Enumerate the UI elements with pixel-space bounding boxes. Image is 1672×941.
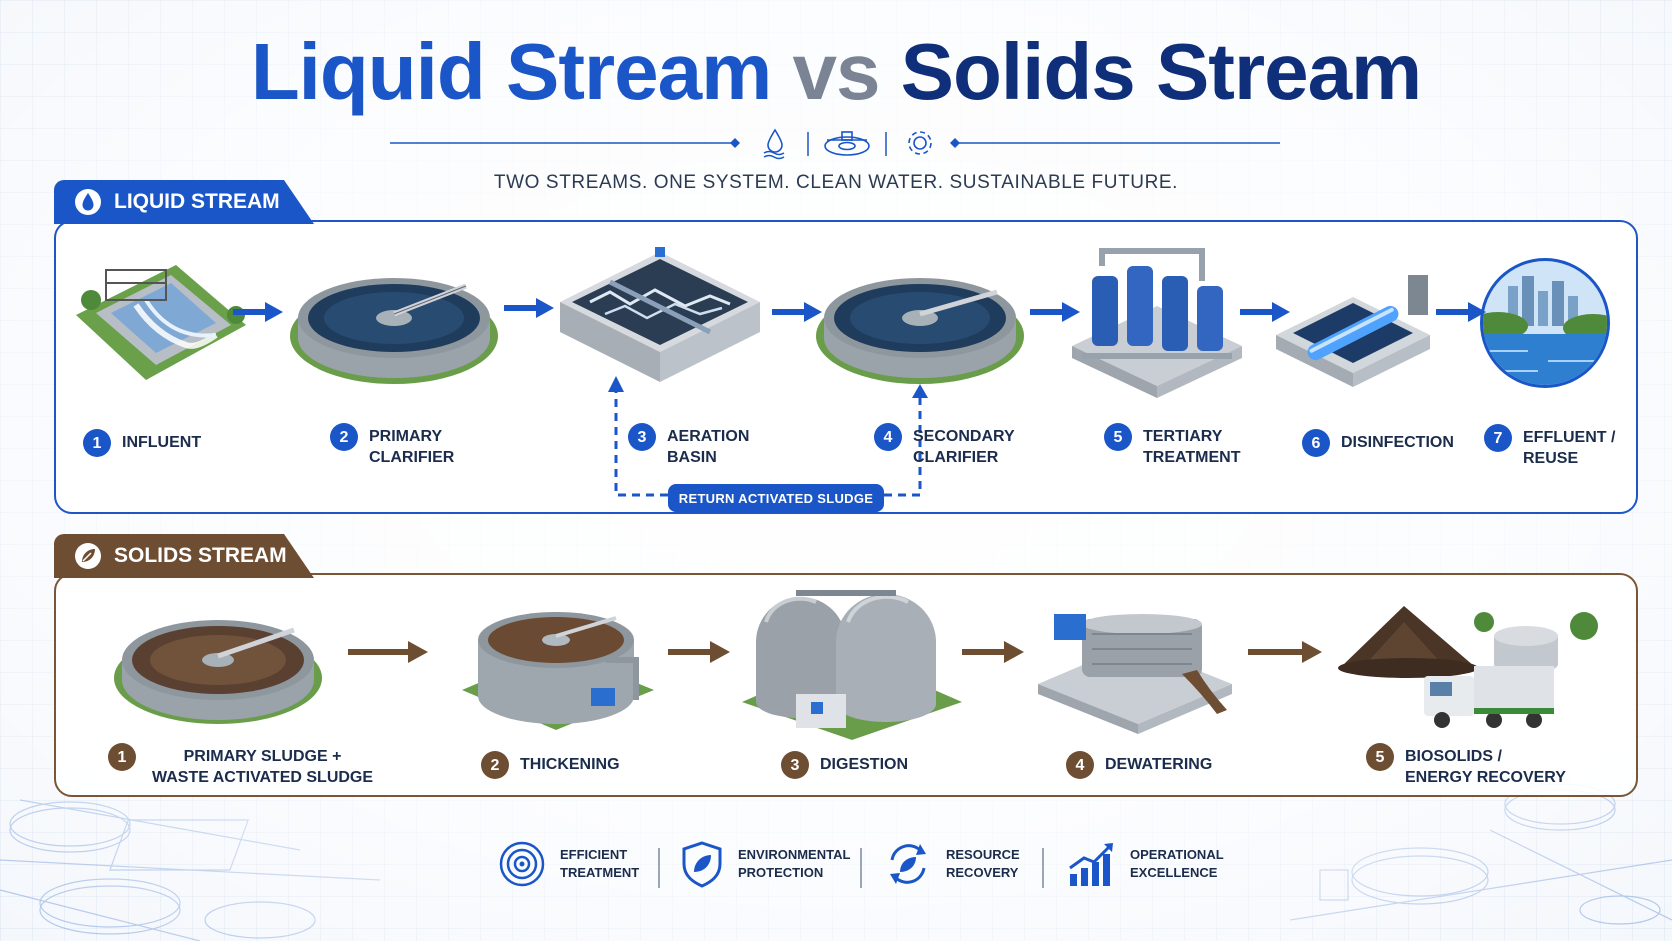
return-sludge-loop (614, 392, 922, 497)
digester-illustration (742, 590, 962, 740)
stage-label: DISINFECTION (1341, 434, 1454, 451)
liquid-stage-primary-clarifier: 2 PRIMARY CLARIFIER (330, 423, 455, 468)
step-number: 2 (330, 423, 358, 451)
solids-stage-primary-waste-sludge: 1 PRIMARY SLUDGE + WASTE ACTIVATED SLUDG… (108, 743, 374, 788)
footer-label: ENVIRONMENTAL PROTECTION (738, 847, 851, 880)
step-number: 6 (1302, 429, 1330, 457)
arrow-right-icon (962, 641, 1024, 663)
stage-label: PRIMARY CLARIFIER (369, 428, 455, 466)
footer-environmental-protection: ENVIRONMENTAL PROTECTION (680, 840, 850, 888)
stage-label: THICKENING (520, 756, 620, 773)
solids-stream-tab: SOLIDS STREAM (54, 534, 314, 578)
arrow-right-icon (348, 641, 428, 663)
footer-label: EFFICIENT TREATMENT (560, 847, 640, 880)
stage-label: TERTIARY TREATMENT (1143, 428, 1241, 466)
footer-efficient-treatment: EFFICIENT TREATMENT (498, 840, 639, 888)
liquid-stream-tab: LIQUID STREAM (54, 180, 314, 224)
liquid-stream-tab-label: LIQUID STREAM (114, 190, 280, 213)
shield-leaf-icon (682, 841, 722, 888)
recycle-leaf-icon (890, 844, 926, 884)
liquid-stage-effluent-reuse: 7 EFFLUENT / REUSE (1484, 424, 1616, 469)
influent-channel-illustration (76, 265, 246, 380)
solids-stage-biosolids-energy: 5 BIOSOLIDS / ENERGY RECOVERY (1366, 743, 1566, 788)
liquid-stage-aeration-basin: 3 AERATION BASIN (628, 423, 750, 468)
footer-label: RESOURCE RECOVERY (946, 847, 1020, 880)
biosolids-energy-illustration (1338, 606, 1598, 728)
stage-label: EFFLUENT / REUSE (1523, 429, 1616, 467)
step-number: 7 (1484, 424, 1512, 452)
secondary-clarifier-illustration (816, 278, 1024, 384)
sludge-clarifier-illustration (114, 620, 322, 724)
return-activated-sludge-label: RETURN ACTIVATED SLUDGE (668, 484, 884, 512)
arrow-right-icon (233, 302, 283, 322)
stage-label: PRIMARY SLUDGE + WASTE ACTIVATED SLUDGE (152, 748, 374, 786)
title-liquid-stream: Liquid Stream (250, 27, 772, 116)
clarifier-icon (824, 131, 870, 156)
step-number: 2 (481, 751, 509, 779)
target-icon (499, 841, 545, 887)
arrow-right-icon (1248, 641, 1322, 663)
solids-stream-tab-label: SOLIDS STREAM (114, 544, 287, 567)
footer-operational-excellence: OPERATIONAL EXCELLENCE (1066, 840, 1224, 888)
title-vs: vs (792, 27, 880, 116)
gear-icon (908, 131, 932, 155)
step-number: 4 (1066, 751, 1094, 779)
arrow-right-icon (1240, 302, 1290, 322)
tertiary-filters-illustration (1072, 248, 1242, 398)
arrow-right-icon (1030, 302, 1080, 322)
step-number: 1 (83, 429, 111, 457)
water-drop-icon (74, 188, 102, 216)
arrow-right-icon (668, 641, 730, 663)
tagline: TWO STREAMS. ONE SYSTEM. CLEAN WATER. SU… (493, 172, 1179, 193)
title-solids-stream: Solids Stream (900, 27, 1423, 116)
water-drop-icon (763, 128, 785, 160)
step-number: 4 (874, 423, 902, 451)
step-number: 3 (781, 751, 809, 779)
arrow-right-icon (504, 298, 554, 318)
stage-label: DIGESTION (820, 756, 909, 773)
liquid-stage-disinfection: 6 DISINFECTION (1302, 429, 1454, 457)
page-title: Liquid Stream vs Solids Stream (0, 24, 1672, 120)
step-number: 5 (1366, 743, 1394, 771)
stage-label: DEWATERING (1105, 756, 1213, 773)
growth-chart-icon (1069, 843, 1113, 886)
recycle-leaf-icon (74, 542, 102, 570)
primary-clarifier-illustration (290, 278, 498, 384)
liquid-stage-secondary-clarifier: 4 SECONDARY CLARIFIER (874, 423, 1015, 468)
title-divider (390, 128, 1280, 160)
liquid-stage-influent: 1 INFLUENT (83, 429, 202, 457)
stage-label: AERATION BASIN (667, 428, 750, 466)
footer-label: OPERATIONAL EXCELLENCE (1130, 847, 1224, 880)
solids-stage-thickening: 2 THICKENING (481, 751, 620, 779)
arrow-right-icon (772, 302, 822, 322)
liquid-stage-tertiary-treatment: 5 TERTIARY TREATMENT (1104, 423, 1241, 468)
stage-label: BIOSOLIDS / ENERGY RECOVERY (1405, 748, 1566, 786)
solids-stage-dewatering: 4 DEWATERING (1066, 751, 1213, 779)
arrow-right-icon (1436, 302, 1486, 322)
uv-disinfection-illustration (1276, 275, 1430, 387)
dewatering-press-illustration (1038, 614, 1232, 734)
footer-resource-recovery: RESOURCE RECOVERY (884, 840, 1020, 888)
step-number: 3 (628, 423, 656, 451)
footer-separator (658, 848, 660, 888)
aeration-basin-illustration (560, 247, 760, 382)
step-number: 1 (108, 743, 136, 771)
thickener-illustration (462, 612, 654, 730)
step-number: 5 (1104, 423, 1132, 451)
stage-label: SECONDARY CLARIFIER (913, 428, 1015, 466)
stage-label: INFLUENT (122, 434, 202, 451)
footer-separator (1042, 848, 1044, 888)
effluent-reuse-illustration (1480, 258, 1610, 388)
footer-separator (860, 848, 862, 888)
solids-stage-digestion: 3 DIGESTION (781, 751, 909, 779)
